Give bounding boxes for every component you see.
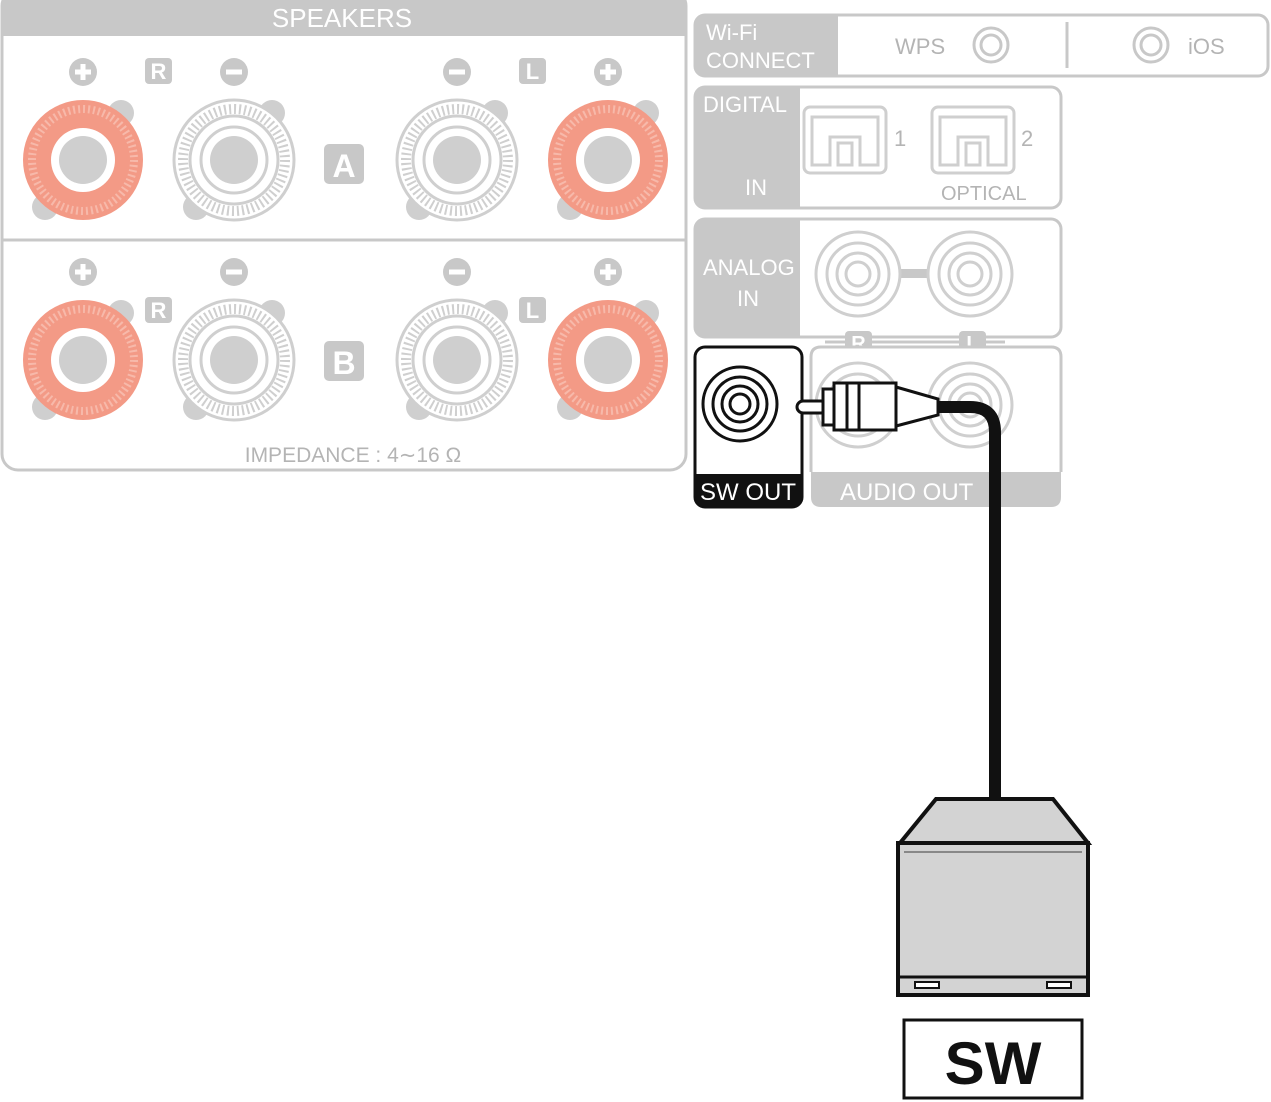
row-a-badge: A <box>324 144 364 184</box>
speakers-panel: SPEAKERS R L A <box>0 0 688 472</box>
digital-in-label-line1: DIGITAL <box>703 92 787 117</box>
right-channel-badge: R <box>145 297 172 323</box>
optical-label: OPTICAL <box>941 183 1027 205</box>
speaker-b-left-minus-terminal[interactable] <box>397 300 517 420</box>
ios-button[interactable] <box>1132 26 1170 64</box>
speaker-a-left-plus-terminal[interactable] <box>548 100 668 220</box>
analog-in-label-line1: ANALOG <box>703 255 795 280</box>
jack-bridge <box>896 269 936 278</box>
svg-text:R: R <box>151 298 167 323</box>
right-channel-badge: R <box>145 58 172 84</box>
svg-text:L: L <box>526 298 539 323</box>
subwoofer-cable <box>795 381 1001 800</box>
optical-port-2[interactable] <box>930 105 1016 175</box>
wifi-connect-panel: Wi-Fi CONNECT WPS iOS <box>693 13 1270 78</box>
subwoofer-label-box: SW <box>902 1018 1084 1100</box>
speaker-a-right-plus-terminal[interactable] <box>23 100 143 220</box>
subwoofer <box>895 797 1093 997</box>
wps-button[interactable] <box>972 26 1010 64</box>
impedance-label: IMPEDANCE : 4∼16 Ω <box>245 444 462 467</box>
optical-port-1-number: 1 <box>894 126 906 151</box>
audio-out-label: AUDIO OUT <box>840 479 974 506</box>
digital-in-label-line2: IN <box>745 175 767 200</box>
digital-in-panel: DIGITAL IN 1 2 OPTICAL <box>693 85 1063 210</box>
left-channel-badge: L <box>519 297 546 323</box>
wps-label: WPS <box>895 34 945 59</box>
optical-port-1[interactable] <box>802 105 888 175</box>
minus-icon <box>443 58 471 86</box>
svg-text:B: B <box>332 345 355 381</box>
plus-icon <box>594 258 622 286</box>
speaker-a-right-minus-terminal[interactable] <box>174 100 294 220</box>
speaker-b-right-minus-terminal[interactable] <box>174 300 294 420</box>
plus-icon <box>69 258 97 286</box>
analog-in-label-line2: IN <box>737 286 759 311</box>
minus-icon <box>220 258 248 286</box>
sw-out-panel: SW OUT <box>693 345 804 509</box>
plus-icon <box>594 58 622 86</box>
sw-out-label: SW OUT <box>700 479 796 506</box>
rca-plug <box>795 381 940 432</box>
analog-in-left-jack[interactable] <box>926 230 1014 318</box>
optical-port-2-number: 2 <box>1021 126 1033 151</box>
wifi-label-line2: CONNECT <box>706 48 815 73</box>
left-channel-badge: L <box>519 58 546 84</box>
wifi-label-line1: Wi-Fi <box>706 20 757 45</box>
subwoofer-label: SW <box>945 1030 1042 1097</box>
svg-text:R: R <box>151 59 167 84</box>
minus-icon <box>220 58 248 86</box>
speaker-b-right-plus-terminal[interactable] <box>23 300 143 420</box>
speakers-title: SPEAKERS <box>272 3 412 33</box>
analog-in-right-jack[interactable] <box>814 230 902 318</box>
minus-icon <box>443 258 471 286</box>
svg-text:L: L <box>526 59 539 84</box>
plus-icon <box>69 58 97 86</box>
ios-label: iOS <box>1188 34 1225 59</box>
analog-in-panel: ANALOG IN <box>693 217 1063 339</box>
speaker-a-left-minus-terminal[interactable] <box>397 100 517 220</box>
speaker-b-left-plus-terminal[interactable] <box>548 300 668 420</box>
svg-text:A: A <box>332 148 355 184</box>
row-b-badge: B <box>324 341 364 381</box>
sw-out-jack[interactable] <box>701 365 779 443</box>
